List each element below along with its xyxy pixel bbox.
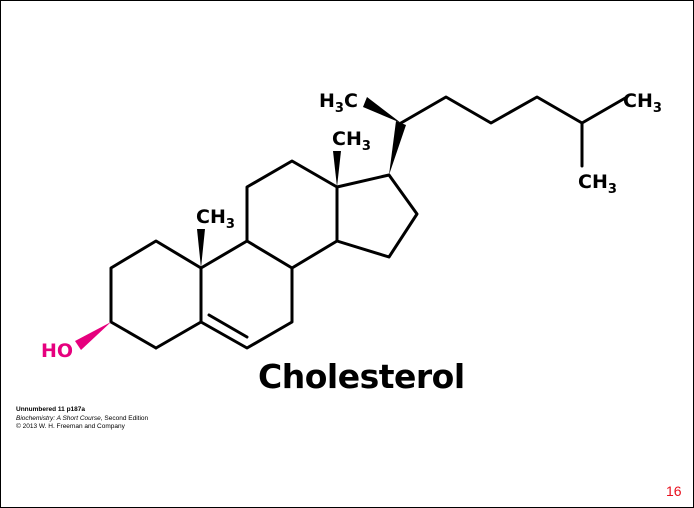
figure-credit: Unnumbered 11 p187a Biochemistry: A Shor… [16, 406, 148, 432]
methyl-label-c10: CH3 [196, 206, 235, 232]
ring-d [335, 173, 419, 259]
molecule-title: Cholesterol [258, 357, 465, 396]
wedge-c10-methyl [197, 229, 205, 268]
methyl-label-h3c: H3C [319, 90, 358, 116]
methyl-label-c13: CH3 [332, 128, 371, 154]
side-chain [399, 95, 629, 125]
credit-edition: , Second Edition [100, 414, 149, 422]
wedge-c20-methyl [363, 97, 401, 123]
wedge-hydroxyl [75, 322, 111, 350]
ring-c [245, 159, 339, 270]
page-number: 16 [666, 483, 682, 499]
ring-a [109, 239, 203, 350]
double-bond [207, 313, 249, 339]
methyl-label-branch: CH3 [578, 171, 617, 197]
credit-line-1: Unnumbered 11 p187a [16, 406, 85, 413]
wedge-c13-methyl [333, 151, 341, 187]
credit-line-3: © 2013 W. H. Freeman and Company [16, 423, 125, 430]
hydroxyl-label: HO [41, 340, 73, 362]
credit-book-title: Biochemistry: A Short Course [16, 414, 101, 422]
credit-line-2: Biochemistry: A Short Course, Second Edi… [16, 415, 148, 424]
wedge-c17-sidechain [389, 121, 406, 175]
ring-b [199, 239, 294, 350]
methyl-label-terminal: CH3 [623, 90, 662, 116]
